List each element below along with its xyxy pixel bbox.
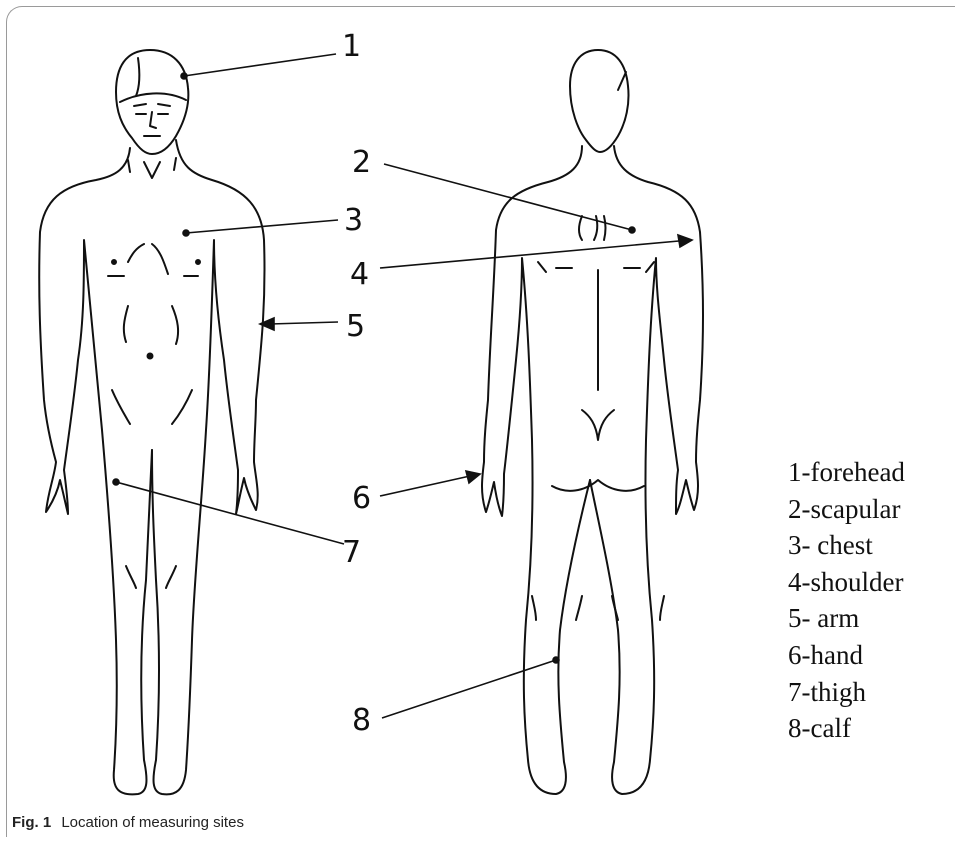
front-figure bbox=[39, 50, 264, 794]
front-head-outline bbox=[116, 50, 188, 154]
figure-caption: Fig. 1 Location of measuring sites bbox=[12, 814, 244, 831]
leader-6 bbox=[380, 471, 480, 496]
legend-item: 8-calf bbox=[788, 710, 905, 747]
left-nipple bbox=[112, 260, 116, 264]
callout-5: 5 bbox=[346, 309, 365, 344]
buttocks-line bbox=[552, 480, 644, 491]
leader-4 bbox=[380, 235, 692, 268]
back-left-side bbox=[482, 146, 590, 794]
callout-4: 4 bbox=[350, 257, 369, 292]
chest-marks bbox=[108, 244, 198, 276]
navel bbox=[148, 354, 153, 359]
back-head-outline bbox=[570, 50, 629, 152]
front-right-side bbox=[152, 140, 265, 794]
abdomen-marks bbox=[112, 306, 192, 424]
leader-1 bbox=[181, 54, 336, 79]
legend-item: 7-thigh bbox=[788, 674, 905, 711]
neck-lines bbox=[128, 158, 176, 178]
callout-6: 6 bbox=[352, 481, 371, 516]
legend-item: 4-shoulder bbox=[788, 564, 905, 601]
legend-item: 6-hand bbox=[788, 637, 905, 674]
callout-2: 2 bbox=[352, 145, 371, 180]
eyebrows bbox=[134, 104, 170, 106]
callout-8: 8 bbox=[352, 703, 371, 738]
leader-8 bbox=[382, 657, 559, 718]
hair-parting bbox=[136, 58, 139, 96]
front-knee-marks bbox=[126, 566, 176, 588]
legend-item: 2-scapular bbox=[788, 491, 905, 528]
back-knee-marks bbox=[532, 596, 664, 620]
callout-1: 1 bbox=[342, 29, 361, 64]
legend-item: 3- chest bbox=[788, 527, 905, 564]
legend-item: 1-forehead bbox=[788, 454, 905, 491]
callout-3: 3 bbox=[344, 203, 363, 238]
legend-item: 5- arm bbox=[788, 600, 905, 637]
nose bbox=[150, 112, 156, 128]
callout-7: 7 bbox=[342, 535, 361, 570]
site-legend: 1-forehead 2-scapular 3- chest 4-shoulde… bbox=[788, 454, 905, 747]
right-nipple bbox=[196, 260, 200, 264]
caption-text: Location of measuring sites bbox=[61, 814, 244, 831]
upper-back-marks bbox=[538, 262, 654, 272]
back-figure bbox=[482, 50, 703, 794]
back-hair-line bbox=[618, 72, 626, 90]
cap-line bbox=[120, 93, 186, 102]
caption-label: Fig. 1 bbox=[12, 814, 51, 831]
leader-5 bbox=[260, 318, 338, 330]
lower-back-mark bbox=[582, 410, 614, 440]
front-left-side bbox=[39, 148, 152, 794]
